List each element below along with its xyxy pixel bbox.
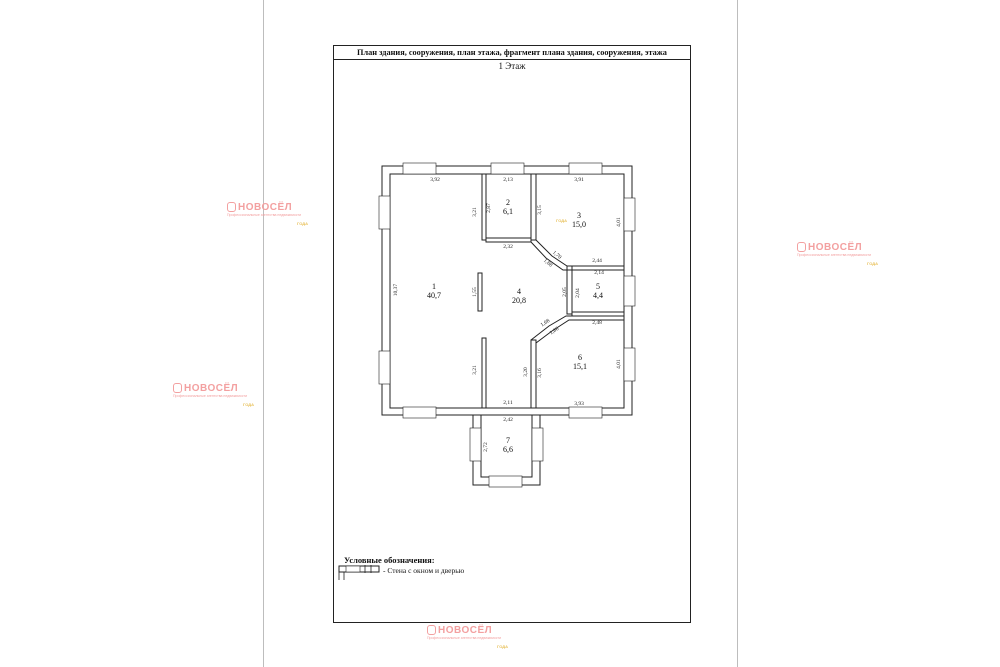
house-icon — [797, 242, 806, 253]
watermark-logo: НОВОСЁЛ Профессиональные агентства недви… — [173, 383, 254, 407]
watermark-name: НОВОСЁЛ — [238, 202, 293, 213]
watermark-logo: НОВОСЁЛ Профессиональные агентства недви… — [797, 242, 878, 266]
wall-room5-bottom — [571, 311, 625, 317]
dim-label: 1,55 — [472, 287, 478, 297]
wall-room5-left — [566, 265, 573, 315]
wall-room2-left — [481, 173, 487, 241]
watermark-subtitle: Профессиональные агентства недвижимости — [427, 636, 502, 640]
watermark-subtitle: Профессиональные агентства недвижимости — [173, 394, 248, 398]
room-3-area: 15,0 — [572, 220, 586, 229]
watermark-years: ГОДА — [556, 218, 568, 223]
room-7-id: 7 — [506, 436, 510, 445]
wall-room6-top — [530, 315, 572, 341]
drawing-frame: План здания, сооружения, план этажа, фра… — [333, 45, 691, 623]
dim-label: 4,01 — [616, 217, 622, 227]
watermark-name: НОВОСЁЛ — [808, 242, 863, 253]
room-2-area: 6,1 — [503, 207, 513, 216]
watermark-years: ГОДА — [867, 261, 879, 266]
dim-label: 2,11 — [503, 400, 513, 406]
dim-label: 2,42 — [503, 417, 513, 423]
house-icon — [427, 625, 436, 636]
room-5-area: 4,4 — [593, 291, 603, 300]
dim-label: 3,21 — [472, 365, 478, 375]
wall-room3-bottom-inner — [530, 241, 624, 271]
legend-item-label: - Стена с окном и дверью — [383, 566, 465, 575]
dim-label: 10,37 — [393, 284, 399, 297]
dim-label: 2,14 — [594, 270, 604, 276]
dim-label: 1,86 — [549, 326, 561, 337]
dim-label: 2,72 — [483, 442, 489, 452]
wall-room6-top-inner — [535, 319, 624, 344]
watermark-subtitle: Профессиональные агентства недвижимости — [227, 213, 302, 217]
legend-title: Условные обозначения: — [344, 555, 435, 565]
dim-label: 3,15 — [537, 205, 543, 215]
house-icon — [227, 202, 236, 213]
watermark-name: НОВОСЁЛ — [438, 625, 493, 636]
wall-room2-right — [530, 173, 537, 241]
watermark-logo: НОВОСЁЛ Профессиональные агентства недви… — [427, 625, 508, 649]
dim-label: 2,87 — [486, 203, 492, 213]
dim-label: 3,91 — [574, 177, 584, 183]
dim-label: 2,13 — [503, 177, 513, 183]
room-4-id: 4 — [517, 287, 521, 296]
document-title: План здания, сооружения, план этажа, фра… — [334, 46, 690, 60]
dim-label: 3,92 — [430, 177, 440, 183]
room-3-id: 3 — [577, 211, 581, 220]
dim-label: 2,04 — [575, 288, 581, 298]
room-6-area: 15,1 — [573, 362, 587, 371]
wall-partition — [477, 272, 483, 312]
dim-label: 3,20 — [523, 367, 529, 377]
room-7-area: 6,6 — [503, 445, 513, 454]
wall-room6-left — [530, 339, 537, 409]
room-6-id: 6 — [578, 353, 582, 362]
dim-label: 3,16 — [537, 368, 543, 378]
dim-label: 1,70 — [551, 250, 562, 261]
room-1-area: 40,7 — [427, 291, 441, 300]
wall-room3-bottom — [535, 239, 624, 267]
dim-label: 1,88 — [542, 258, 553, 269]
watermark-name: НОВОСЁЛ — [184, 383, 239, 394]
room-1-id: 1 — [432, 282, 436, 291]
house-icon — [173, 383, 182, 394]
dim-label: 2,48 — [592, 320, 602, 326]
dim-label: 2,32 — [503, 244, 513, 250]
watermark-logo: НОВОСЁЛ Профессиональные агентства недви… — [227, 202, 308, 226]
watermark-years: ГОДА — [243, 402, 255, 407]
watermark-years: ГОДА — [297, 221, 309, 226]
dim-label: 1,68 — [540, 318, 552, 329]
watermark-subtitle: Профессиональные агентства недвижимости — [797, 253, 872, 257]
room-2-id: 2 — [506, 198, 510, 207]
dim-label: 3,93 — [574, 401, 584, 407]
floor-label: 1 Этаж — [498, 61, 526, 71]
dim-label: 4,01 — [616, 359, 622, 369]
room-4-area: 20,8 — [512, 296, 526, 305]
dim-label: 2,05 — [562, 287, 568, 297]
document-sheet — [263, 0, 738, 667]
watermark-years: ГОДА — [497, 644, 509, 649]
room-5-id: 5 — [596, 282, 600, 291]
dim-label: 2,44 — [592, 258, 602, 264]
dim-label: 3,21 — [472, 207, 478, 217]
wall-room1-right-lower — [481, 337, 487, 409]
